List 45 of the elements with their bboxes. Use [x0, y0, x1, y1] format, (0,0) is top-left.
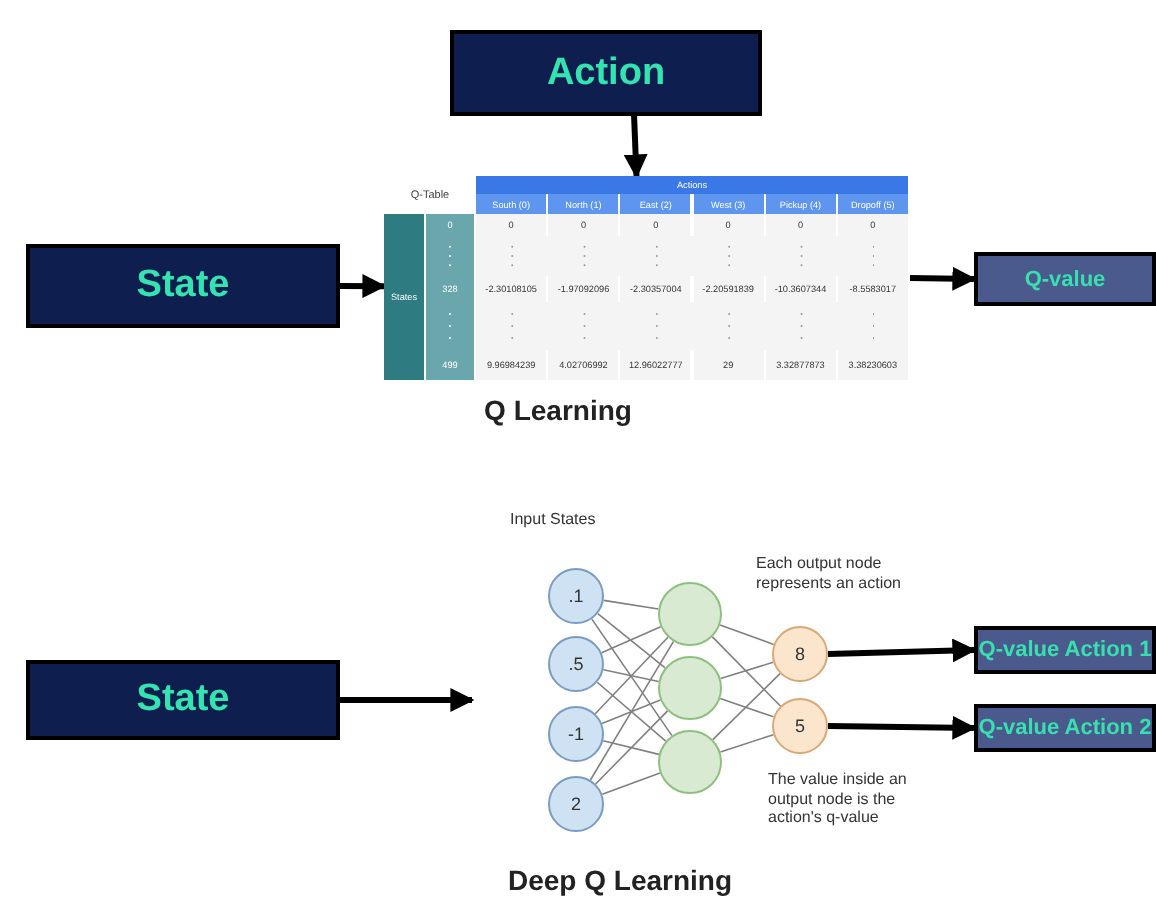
connection-line — [596, 681, 667, 742]
hidden-node — [658, 582, 722, 646]
connection-line — [594, 710, 669, 785]
q-value-box: Q-value — [974, 252, 1156, 306]
arrow — [909, 266, 977, 291]
connection-line — [600, 626, 662, 654]
input-node: 2 — [548, 776, 604, 832]
input-node: -1 — [548, 706, 604, 762]
output-node: 5 — [772, 698, 828, 754]
connection-line — [591, 618, 673, 737]
diagram-caption: Q Learning — [482, 394, 634, 428]
connection-line — [719, 661, 775, 680]
connection-line — [601, 772, 661, 796]
q-table — [384, 176, 910, 380]
hidden-node — [658, 730, 722, 794]
input-node: .1 — [548, 568, 604, 624]
annotation: The value inside an output node is the action's q-value — [768, 770, 909, 828]
arrow — [340, 274, 387, 299]
diagram-caption: Deep Q Learning — [505, 864, 735, 898]
connection-line — [589, 640, 675, 781]
annotation: Each output node represents an action — [756, 554, 903, 593]
input-node: .5 — [548, 636, 604, 692]
connection-line — [594, 636, 669, 715]
connection-line — [719, 733, 775, 753]
q-value-box: Q-value Action 1 — [974, 626, 1156, 674]
state-box: State — [26, 660, 340, 740]
q-value-box: Q-value Action 2 — [974, 704, 1156, 752]
connection-line — [602, 599, 660, 610]
hidden-node — [658, 656, 722, 720]
connection-line — [602, 739, 660, 756]
output-node: 8 — [772, 626, 828, 682]
arrow — [827, 715, 977, 740]
connection-line — [597, 612, 666, 669]
connection-line — [601, 699, 662, 725]
arrow — [340, 688, 475, 712]
arrow — [623, 115, 648, 179]
layer-label: Input States — [510, 510, 598, 530]
state-box: State — [26, 244, 340, 328]
connection-line — [711, 636, 782, 707]
connection-line — [719, 697, 775, 718]
connection-line — [602, 668, 660, 683]
connection-line — [719, 624, 775, 646]
action-box: Action — [450, 30, 762, 116]
arrow — [827, 638, 977, 663]
connection-line — [712, 672, 781, 741]
